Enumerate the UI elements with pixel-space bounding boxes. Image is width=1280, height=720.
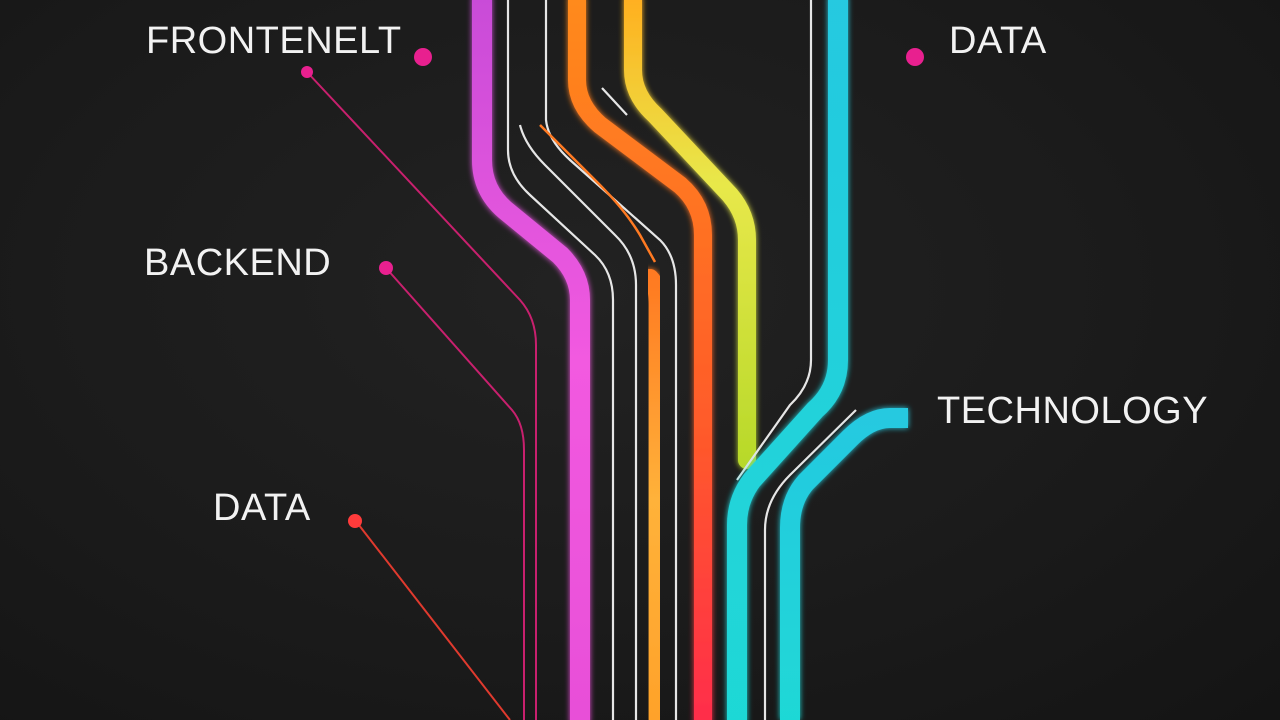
data-left-label: DATA	[213, 487, 311, 529]
technology-label: TECHNOLOGY	[937, 390, 1209, 432]
white-line-1	[506, 0, 615, 720]
data-right-dot	[906, 48, 924, 66]
backend-connector	[385, 267, 525, 720]
data-right-label: DATA	[949, 20, 1047, 62]
orange-thin-line	[539, 124, 657, 263]
backend-dot	[379, 261, 393, 275]
orange-red-line	[568, 0, 712, 720]
white-line-right	[736, 0, 813, 481]
frontend-dot	[414, 48, 432, 66]
backend-label: BACKEND	[144, 242, 332, 284]
cyan-branch-line	[780, 408, 908, 720]
cyan-line	[727, 0, 848, 720]
yellow-green-line	[624, 0, 756, 469]
data-left-connector	[354, 519, 511, 720]
frontend-connector	[306, 71, 537, 720]
data-left-dot	[348, 514, 362, 528]
amber-line	[641, 269, 667, 720]
frontend-label: FRONTENELT	[146, 20, 402, 62]
white-line-2	[518, 124, 638, 720]
white-line-right-2	[763, 409, 857, 720]
frontend-connector-dot	[301, 66, 313, 78]
magenta-line	[472, 0, 590, 720]
white-dash-top	[601, 87, 628, 116]
